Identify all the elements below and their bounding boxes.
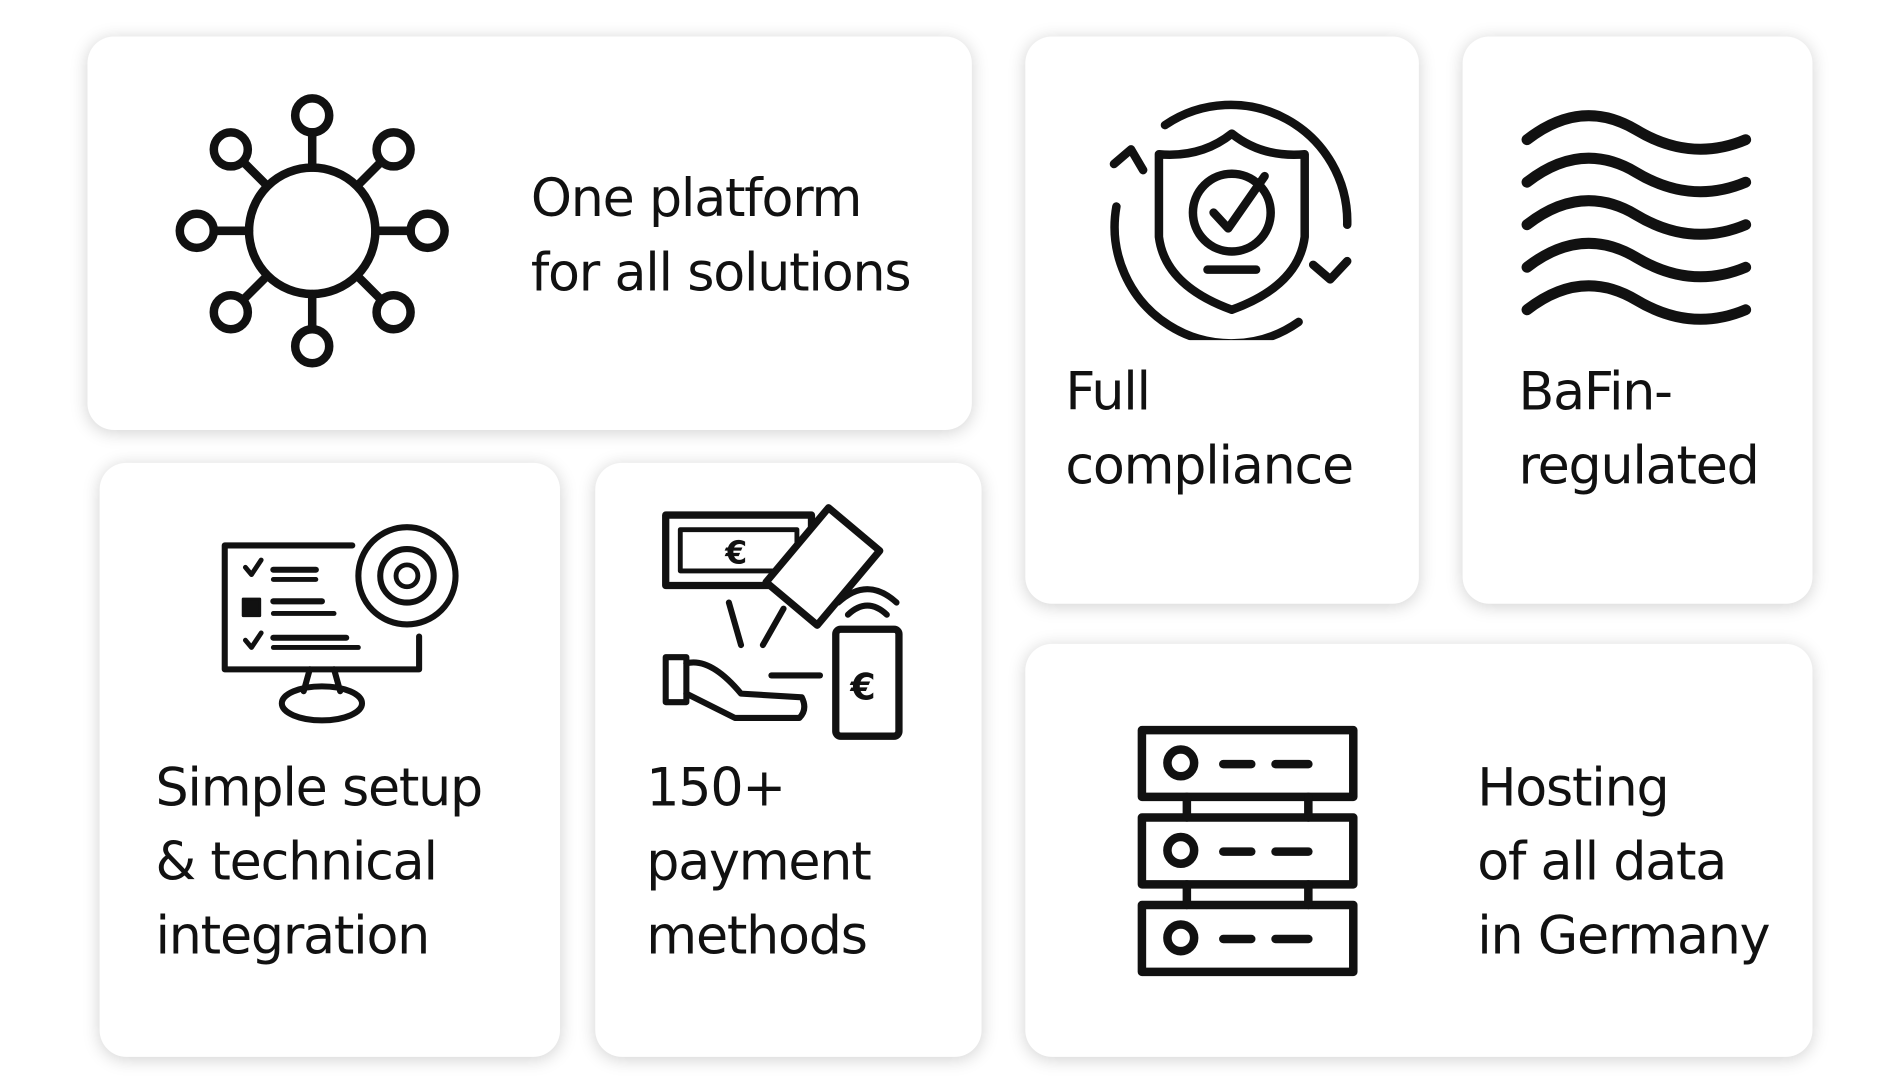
card-label: One platform for all solutions xyxy=(530,168,912,304)
card-label: 150+ payment methods xyxy=(646,758,871,967)
card-platform: One platform for all solutions xyxy=(87,36,972,431)
monitor-gear-icon xyxy=(221,524,459,724)
waves-icon xyxy=(1521,110,1752,325)
card-label: Hosting of all data in Germany xyxy=(1477,758,1770,967)
card-hosting: Hosting of all data in Germany xyxy=(1025,643,1813,1057)
shield-check-icon xyxy=(1109,100,1352,341)
card-label: BaFin- regulated xyxy=(1518,362,1760,497)
euro-symbol: € xyxy=(724,536,747,572)
card-bafin: BaFin- regulated xyxy=(1462,36,1813,604)
payment-methods-icon: € € xyxy=(662,504,903,740)
network-hub-icon xyxy=(175,94,449,368)
card-compliance: Full compliance xyxy=(1025,36,1419,604)
card-label: Full compliance xyxy=(1065,362,1354,497)
euro-symbol: € xyxy=(849,666,875,709)
server-rack-icon xyxy=(1137,725,1358,977)
card-payment: € € 150+ payment methods xyxy=(595,462,982,1057)
card-label: Simple setup & technical integration xyxy=(155,758,483,967)
card-setup: Simple setup & technical integration xyxy=(99,462,561,1057)
